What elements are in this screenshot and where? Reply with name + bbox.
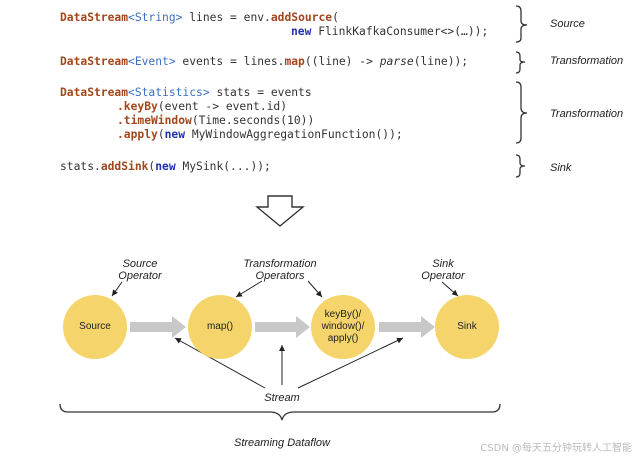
node-label: Sink	[457, 321, 477, 332]
code-token: (event -> event.id)	[157, 100, 288, 113]
code-token: <String>	[128, 11, 183, 24]
code-token: DataStream	[60, 55, 129, 68]
label-line: Transformation	[243, 258, 317, 270]
code-token: DataStream	[60, 11, 129, 24]
code-line-4: DataStream<Statistics> stats = events	[60, 86, 312, 100]
sink-node: Sink	[435, 295, 499, 359]
label-line: Source	[122, 258, 158, 270]
transformation-operators-label: Transformation Operators	[230, 258, 330, 282]
node-label-line: keyBy()/	[324, 309, 362, 320]
brace-sink	[515, 154, 526, 178]
code-line-8: stats.addSink(new MySink(...));	[60, 160, 271, 174]
code-token: <Statistics>	[128, 86, 210, 99]
code-token: stats.	[60, 160, 101, 173]
brace-source	[515, 5, 528, 43]
label-line: Operators	[255, 270, 305, 282]
code-line-2: new FlinkKafkaConsumer<>(…));	[291, 25, 488, 39]
brace-transformation-1	[515, 51, 526, 74]
dataflow-brace	[59, 403, 501, 421]
brace-transformation-2	[515, 81, 528, 144]
stream-arrow-to-left	[174, 337, 266, 389]
code-token: lines = env.	[182, 11, 271, 24]
label-line: Operator	[118, 270, 162, 282]
node-label: Source	[79, 321, 111, 332]
stream-arrow-to-right	[297, 337, 404, 389]
code-token: MySink(...));	[175, 160, 271, 173]
sink-operator-arrow	[441, 281, 459, 297]
source-node: Source	[63, 295, 127, 359]
code-line-6: .timeWindow(Time.seconds(10))	[117, 114, 314, 128]
code-line-1: DataStream<String> lines = env.addSource…	[60, 11, 339, 25]
watermark: CSDN @每天五分钟玩转人工智能	[480, 443, 632, 454]
code-token: .timeWindow	[117, 114, 192, 127]
node-label: map()	[206, 321, 234, 332]
source-operator-label: Source Operator	[100, 258, 180, 282]
code-token: (	[332, 11, 339, 24]
code-token: parse	[379, 55, 414, 68]
code-token: (Time.seconds(10))	[191, 114, 315, 127]
map-node: map()	[188, 295, 252, 359]
code-token: (	[148, 160, 156, 173]
streaming-dataflow-label: Streaming Dataflow	[234, 437, 330, 449]
brace-label-transformation-1: Transformation	[550, 55, 624, 67]
code-token: MyWindowAggregationFunction());	[185, 128, 403, 141]
down-arrow	[255, 195, 305, 227]
code-token: ((line) ->	[304, 55, 380, 68]
code-token: new	[164, 128, 186, 141]
code-line-7: .apply(new MyWindowAggregationFunction()…	[117, 128, 403, 142]
code-line-3: DataStream<Event> events = lines.map((li…	[60, 55, 468, 69]
code-token: events = lines.	[175, 55, 285, 68]
code-token: addSource	[270, 11, 333, 24]
stream-label: Stream	[264, 392, 300, 404]
label-line: Sink	[432, 258, 454, 270]
code-token: (	[157, 128, 165, 141]
code-token: DataStream	[60, 86, 129, 99]
stream-arrow-2	[255, 316, 310, 338]
code-token: .keyBy	[117, 100, 158, 113]
keyby-window-apply-node: keyBy()/ window()/ apply()	[311, 295, 375, 359]
code-line-5: .keyBy(event -> event.id)	[117, 100, 287, 114]
code-token: (line));	[413, 55, 469, 68]
brace-label-sink: Sink	[550, 162, 572, 174]
transformation-arrow-right	[307, 280, 323, 298]
code-token: <Event>	[128, 55, 176, 68]
brace-label-source: Source	[550, 18, 585, 30]
brace-label-transformation-2: Transformation	[550, 108, 624, 120]
code-token: addSink	[100, 160, 149, 173]
code-token: new	[155, 160, 176, 173]
code-token: map	[284, 55, 305, 68]
transformation-arrow-left	[235, 280, 263, 298]
stream-arrow-1	[130, 316, 186, 338]
source-operator-arrow	[111, 281, 123, 297]
label-line: Operator	[421, 270, 465, 282]
code-token: .apply	[117, 128, 158, 141]
code-token: FlinkKafkaConsumer<>(…));	[311, 25, 489, 38]
stream-arrow-3	[379, 316, 435, 338]
code-token: stats = events	[209, 86, 312, 99]
code-token: new	[291, 25, 312, 38]
node-label-line: window()/	[321, 321, 365, 332]
sink-operator-label: Sink Operator	[403, 258, 483, 282]
node-label-line: apply()	[327, 333, 359, 344]
